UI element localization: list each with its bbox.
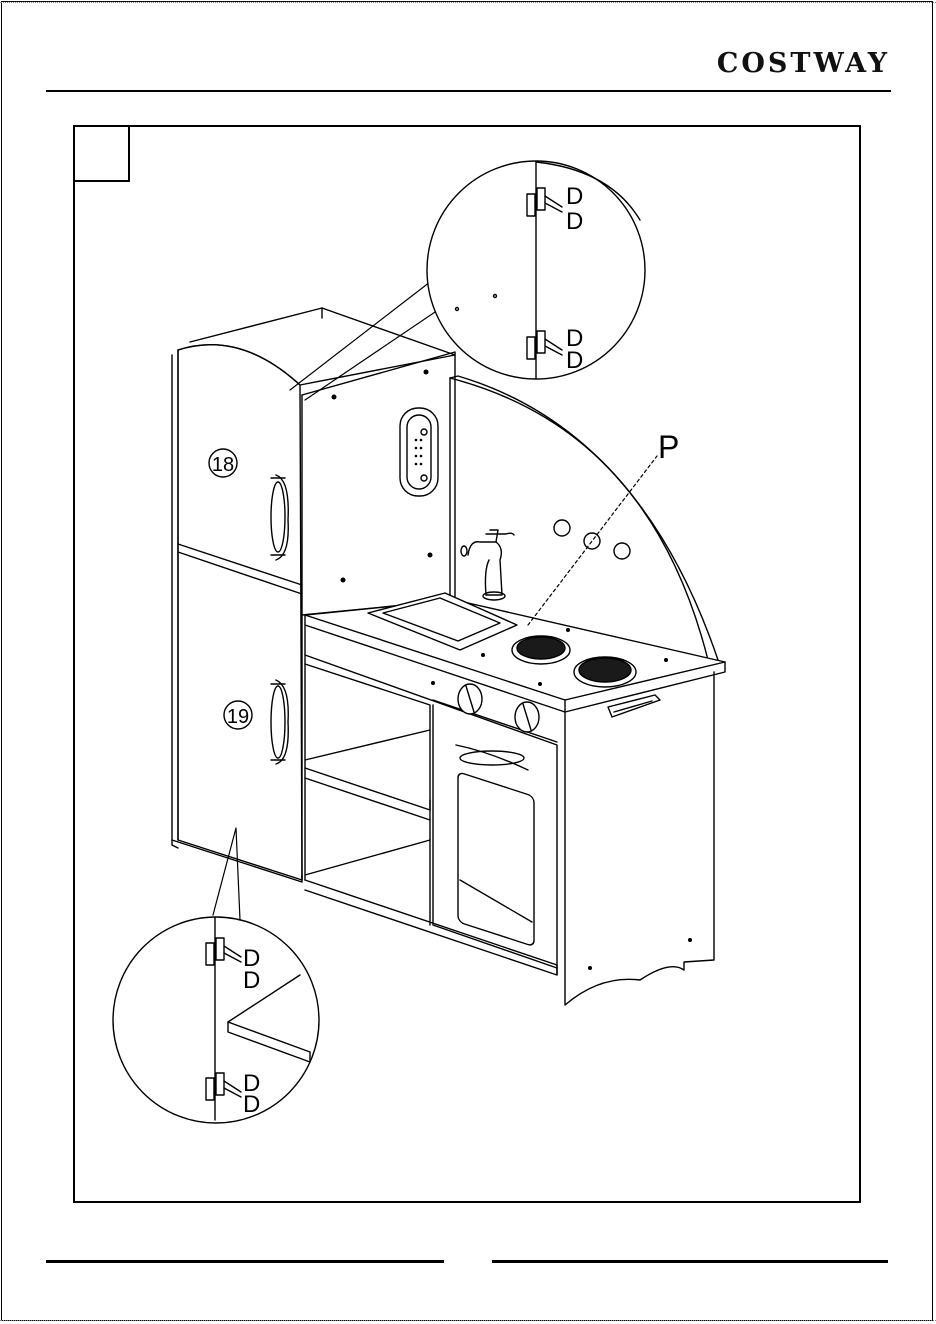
top-hinge-upper-label-1: D xyxy=(566,183,583,210)
door-18-label: 18 xyxy=(212,454,234,476)
top-hinge-lower-label-2: D xyxy=(566,347,583,374)
footer-rule-left xyxy=(46,1260,444,1263)
bottom-zoom-circle xyxy=(113,917,319,1123)
bottom-hinge-lower-label-2: D xyxy=(243,1091,260,1118)
step-number-box xyxy=(73,125,130,182)
part-p-label: P xyxy=(658,429,679,465)
side-panel xyxy=(565,672,714,1005)
top-zoom-circle xyxy=(427,161,645,379)
footer-rule-right xyxy=(492,1260,888,1263)
top-hinge-upper-label-2: D xyxy=(566,208,583,235)
door-19-label: 19 xyxy=(227,706,249,728)
bottom-hinge-upper-label-2: D xyxy=(243,967,260,994)
